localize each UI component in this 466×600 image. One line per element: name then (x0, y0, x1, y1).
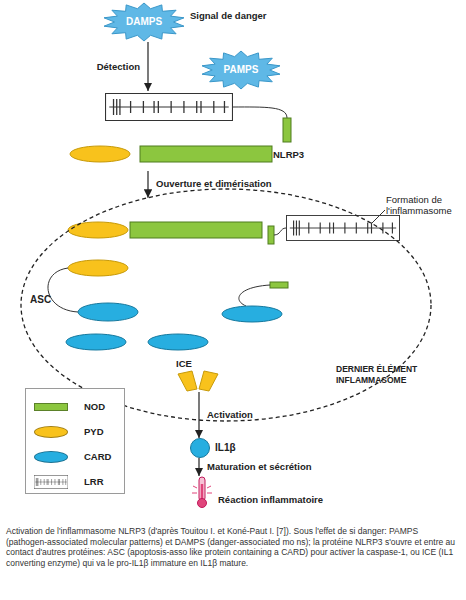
legend-label: PYD (84, 426, 104, 437)
inflammasome-ellipse: ICEFormation de l'inflammasome (20, 188, 432, 422)
flow-arrow (147, 171, 148, 198)
node-label: NLRP3 (273, 149, 313, 160)
card-domain (78, 303, 138, 321)
thermometer-icon: Réaction inflammatoire (190, 476, 214, 508)
flow-arrow (198, 392, 199, 438)
pyd-domain (70, 146, 130, 162)
node-label: IL1β (215, 442, 255, 453)
legend-label: LRR (84, 476, 104, 487)
flow-arrow (198, 458, 199, 476)
node-label: Formation de l'inflammasome (386, 194, 464, 216)
legend-row: LRR (26, 472, 124, 492)
legend-swatch (34, 403, 68, 411)
danger-signal-burst: PAMPS (200, 50, 282, 90)
node-label: Réaction inflammatoire (218, 494, 348, 505)
nod-domain (130, 222, 262, 238)
linker-line (48, 268, 78, 312)
lrr-domain (286, 215, 399, 240)
legend-label: NOD (84, 401, 105, 412)
danger-signal-burst: DAMPS (102, 2, 186, 42)
linker-line (274, 228, 286, 235)
edge-label: Ouverture et dimérisation (156, 178, 272, 189)
inflammasome-ellipse-outline (20, 188, 432, 422)
legend-row: NOD (26, 397, 124, 417)
nod-segment (268, 226, 274, 244)
legend-box: NOD PYD CARD LRR (25, 388, 125, 494)
lrr-domain (106, 94, 233, 121)
nod-segment (283, 118, 291, 142)
legend-label: CARD (84, 451, 111, 462)
annotation-label: DERNIER ÉLÉMENT INFLAMMASOME (336, 364, 436, 386)
legend-swatch (34, 426, 68, 438)
card-domain (148, 334, 208, 350)
node-label: PAMPS (200, 64, 282, 75)
nod-domain (140, 146, 272, 162)
edge-label: Détection (78, 61, 140, 72)
legend-row: PYD (26, 422, 124, 442)
edge-label: Activation (207, 409, 253, 420)
thermometer-icon-outline (190, 476, 214, 508)
card-domain (222, 306, 282, 322)
linker-line (233, 107, 287, 118)
cytokine-circle: IL1β (190, 438, 210, 458)
leader-line (371, 210, 385, 224)
legend-swatch (34, 475, 68, 489)
pyd-domain (68, 222, 128, 238)
enzyme-shape: ICE (172, 358, 224, 392)
legend-swatch (34, 451, 68, 463)
nod-segment (270, 282, 288, 288)
pyd-domain (68, 260, 128, 276)
figure-caption: Activation de l'inflammasome NLRP3 (d'ap… (6, 526, 460, 568)
annotation-label: ASC (30, 294, 60, 305)
annotation-label: Signal de danger (190, 10, 300, 21)
card-domain (66, 334, 126, 350)
edge-label: Maturation et sécrétion (207, 461, 312, 472)
legend-row: CARD (26, 447, 124, 467)
node-label: ICE (176, 358, 206, 369)
linker-line (239, 285, 270, 306)
flow-arrow (147, 42, 148, 91)
protein-group: NLRP3 (65, 91, 300, 171)
node-label: DAMPS (102, 16, 186, 27)
